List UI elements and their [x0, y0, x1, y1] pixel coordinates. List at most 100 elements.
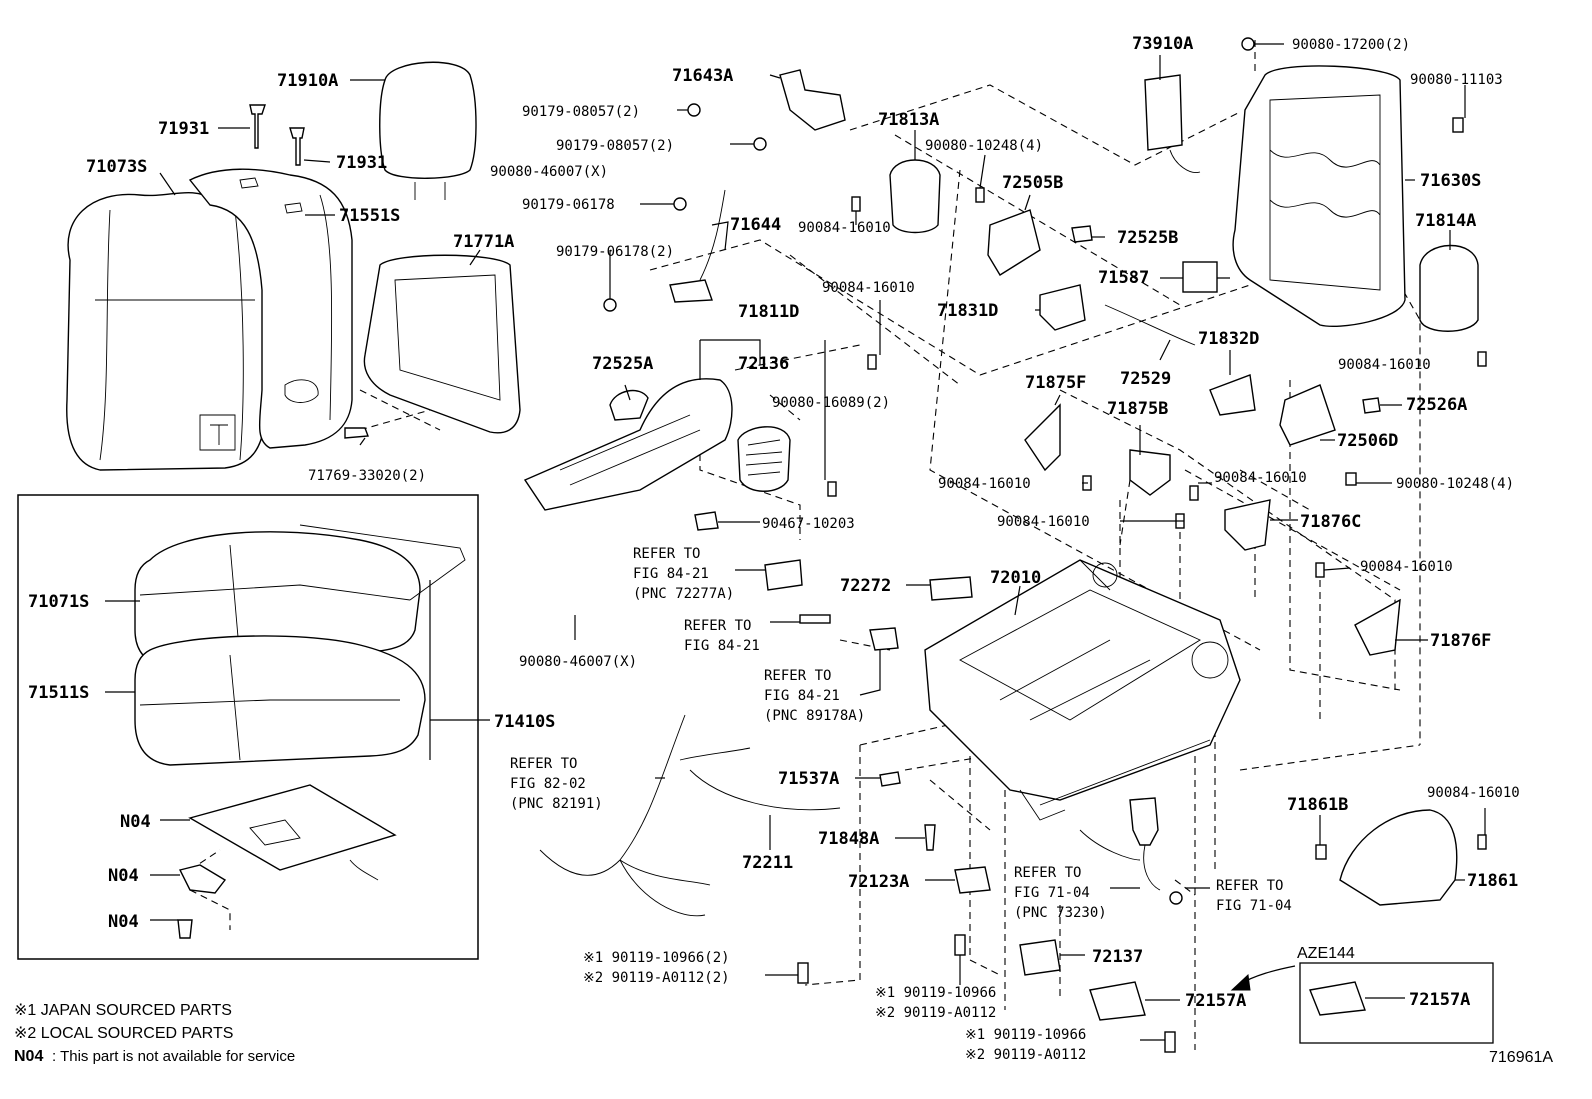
nut-4 [603, 298, 617, 312]
label-90084-16010-c: 90084-16010 [1338, 357, 1431, 373]
label-N04-c: N04 [108, 912, 139, 932]
cover-71814A [1419, 244, 1479, 332]
label-72211: 72211 [742, 853, 793, 873]
refer2-line1: REFER TO [684, 618, 751, 634]
recliner-72506D [1279, 384, 1336, 446]
label-71848A: 71848A [818, 829, 879, 849]
label-72157A-b: 72157A [1409, 990, 1470, 1010]
cable-71644 [699, 189, 726, 281]
aze144-box [1299, 962, 1494, 1044]
bolt3-line2: ※2 90119-A0112 [965, 1047, 1086, 1063]
bolt1-line1: ※1 90119-10966(2) [583, 950, 730, 966]
label-AZE144: AZE144 [1297, 945, 1355, 962]
pad-71587 [1182, 261, 1218, 293]
refer4-line3: (PNC 82191) [510, 796, 603, 812]
seatbelt-buckle [1129, 797, 1159, 846]
label-71071S: 71071S [28, 592, 89, 612]
part-labels: 71910A 71931 71931 71073S 71551S 71771A … [28, 34, 1553, 1066]
cable-72211 [679, 747, 841, 811]
bolt2-line2: ※2 90119-A0112 [875, 1005, 996, 1021]
label-90084-16010-h: 90084-16010 [1427, 785, 1520, 801]
refer6-line1: REFER TO [1216, 878, 1283, 894]
refer3-line3: (PNC 89178A) [764, 708, 865, 724]
bolt-callouts: ※1 90119-10966(2) ※2 90119-A0112(2) ※1 9… [583, 950, 1086, 1063]
n04-screw [177, 919, 193, 939]
sensor-89178A [869, 627, 899, 651]
bolt-90084-a [851, 196, 861, 212]
cover-72157A [1089, 981, 1146, 1021]
bolt-b2 [954, 934, 966, 956]
refer5-line1: REFER TO [1014, 865, 1081, 881]
n04-sheet [188, 784, 397, 871]
label-71876C: 71876C [1300, 512, 1361, 532]
label-71511S: 71511S [28, 683, 89, 703]
label-72137: 72137 [1092, 947, 1143, 967]
label-N04-b: N04 [108, 866, 139, 886]
label-71876F: 71876F [1430, 631, 1491, 651]
bolt1-line2: ※2 90119-A0112(2) [583, 970, 730, 986]
pad-71537A [879, 771, 901, 787]
label-71537A: 71537A [778, 769, 839, 789]
bolt-90080-10248 [975, 187, 985, 203]
label-71814A: 71814A [1415, 211, 1476, 231]
note-n04-text: : This part is not available for service [52, 1048, 295, 1065]
clip-71769 [344, 427, 369, 439]
label-71771A: 71771A [453, 232, 514, 252]
refer1-line2: FIG 84-21 [633, 566, 709, 582]
refer6-line2: FIG 71-04 [1216, 898, 1292, 914]
label-72529: 72529 [1120, 369, 1171, 389]
airbag-73910A [1144, 74, 1183, 151]
clip-72526A [1362, 397, 1381, 414]
cover-72157A-aze144 [1309, 981, 1366, 1016]
clip-72525B [1071, 225, 1093, 243]
part-72272 [929, 576, 973, 601]
label-90467-10203: 90467-10203 [762, 516, 855, 532]
label-71073S: 71073S [86, 157, 147, 177]
refer1-line1: REFER TO [633, 546, 700, 562]
bolt-90084-b [867, 354, 877, 370]
label-90080-16089: 90080-16089(2) [772, 395, 890, 411]
label-90084-16010-a: 90084-16010 [798, 220, 891, 236]
label-71831D: 71831D [937, 301, 998, 321]
bracket-71643A [779, 69, 846, 131]
harness-82191 [539, 714, 711, 917]
label-72272: 72272 [840, 576, 891, 596]
label-72525B: 72525B [1117, 228, 1178, 248]
cover-71876F [1354, 598, 1401, 656]
cushion-cover [134, 531, 421, 669]
bolt-71861B [1315, 844, 1327, 860]
refer5-line2: FIG 71-04 [1014, 885, 1090, 901]
bolt-90084-g [1315, 562, 1325, 578]
seat-back-pad [188, 168, 353, 449]
label-71769-33020: 71769-33020(2) [308, 468, 426, 484]
label-72526A: 72526A [1406, 395, 1467, 415]
label-72010: 72010 [990, 568, 1041, 588]
cover-71832D [1209, 374, 1256, 416]
label-72136: 72136 [738, 354, 789, 374]
label-72123A: 72123A [848, 872, 909, 892]
label-90179-08057-a: 90179-08057(2) [522, 104, 640, 120]
cover-72137 [1019, 939, 1061, 976]
label-71551S: 71551S [339, 206, 400, 226]
label-72157A-a: 72157A [1185, 991, 1246, 1011]
label-71587: 71587 [1098, 268, 1149, 288]
lever-71644 [669, 279, 713, 303]
bolt-90084-h [1477, 834, 1487, 850]
headrest-guide-2 [289, 127, 305, 166]
label-90080-46007-a: 90080-46007(X) [490, 164, 608, 180]
label-90179-06178-b: 90179-06178(2) [556, 244, 674, 260]
label-71813A: 71813A [878, 110, 939, 130]
label-72506D: 72506D [1337, 431, 1398, 451]
label-71410S: 71410S [494, 712, 555, 732]
label-figure-number: 716961A [1489, 1049, 1553, 1066]
note-n04-code: N04 [14, 1048, 43, 1065]
label-71643A: 71643A [672, 66, 733, 86]
label-71861B: 71861B [1287, 795, 1348, 815]
nut-fig71-04 [1169, 891, 1183, 905]
cover-71875F [1024, 403, 1061, 472]
label-90084-16010-b: 90084-16010 [822, 280, 915, 296]
cushion-group-box [17, 494, 479, 960]
refer4-line2: FIG 82-02 [510, 776, 586, 792]
bolt-fig84-21 [799, 614, 831, 624]
